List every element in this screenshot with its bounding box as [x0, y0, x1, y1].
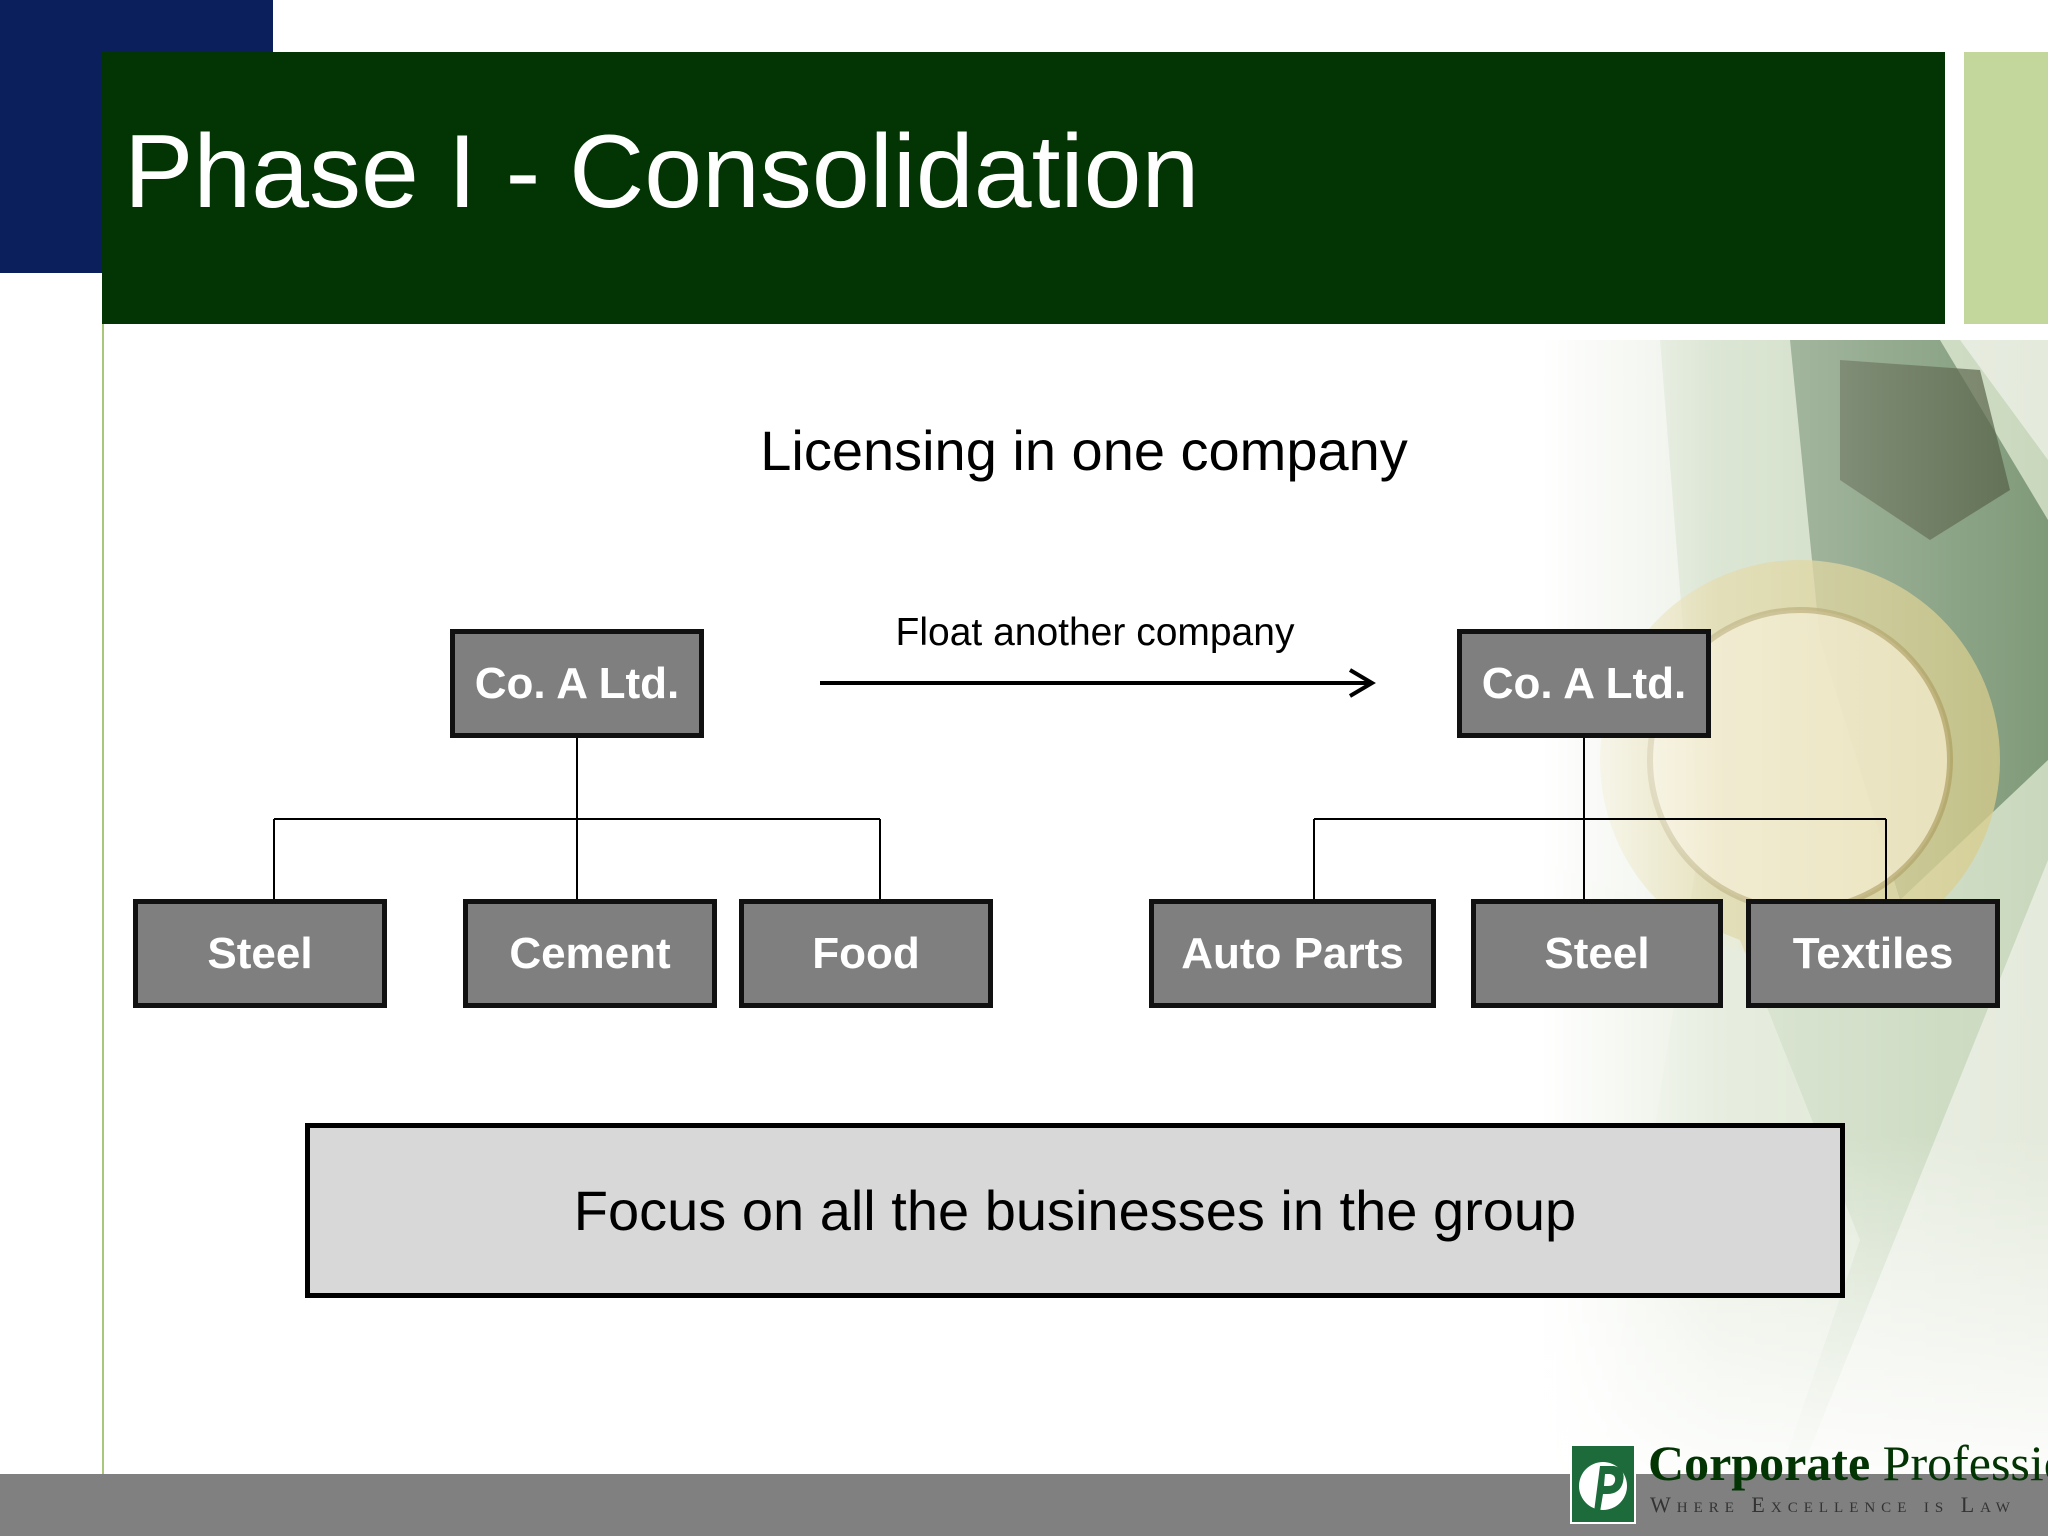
left-child-node-food: Food — [739, 899, 993, 1008]
logo-name-regular: Professionals — [1882, 1435, 2048, 1491]
right-parent-node: Co. A Ltd. — [1457, 629, 1711, 738]
left-child-node-steel: Steel — [133, 899, 387, 1008]
left-child-node-cement: Cement — [463, 899, 717, 1008]
logo-name-bold: Corporate — [1648, 1435, 1871, 1491]
footer-bar — [0, 1474, 2048, 1536]
float-arrow-head — [1348, 668, 1376, 698]
left-divider — [102, 324, 104, 1474]
logo-tagline: Where Excellence is Law — [1650, 1492, 2016, 1517]
logo-wordmark: Corporate Professionals — [1648, 1438, 2048, 1488]
page-title: Phase I - Consolidation — [124, 114, 1200, 230]
summary-box: Focus on all the businesses in the group — [305, 1123, 1845, 1298]
accent-strip — [1964, 52, 2048, 324]
right-child-node-auto-parts: Auto Parts — [1149, 899, 1436, 1008]
right-child-node-steel: Steel — [1471, 899, 1723, 1008]
left-parent-node: Co. A Ltd. — [450, 629, 704, 738]
diagram-subtitle: Licensing in one company — [760, 419, 1408, 482]
title-bar — [102, 52, 1945, 324]
corporate-professionals-logo-icon — [1570, 1444, 1636, 1524]
arrow-label: Float another company — [895, 611, 1295, 654]
right-child-node-textiles: Textiles — [1746, 899, 2000, 1008]
